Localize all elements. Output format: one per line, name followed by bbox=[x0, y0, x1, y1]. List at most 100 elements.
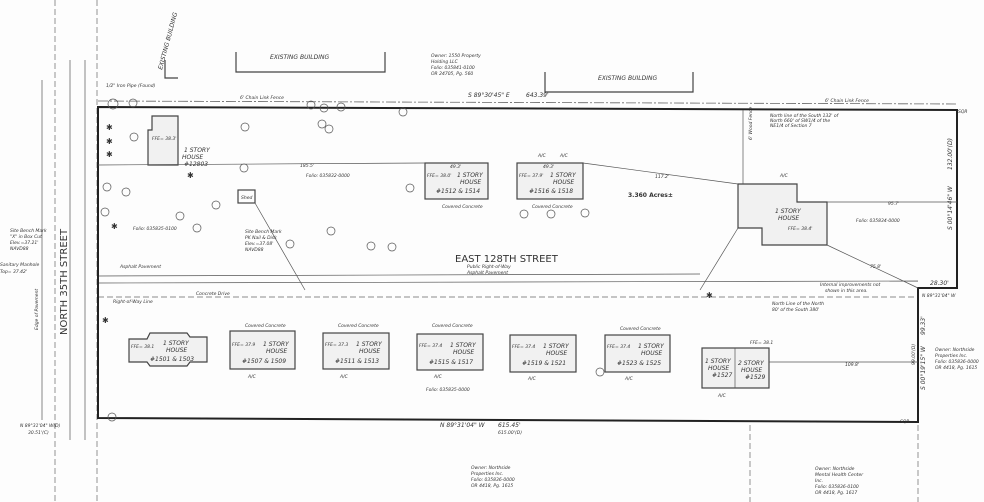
svg-text:Owner: Northside: Owner: Northside bbox=[935, 347, 975, 353]
svg-text:Properties Inc.: Properties Inc. bbox=[471, 471, 503, 477]
house-1501-1503: FFE= 38.1 1 STORY HOUSE #1501 & 1503 bbox=[128, 332, 208, 367]
house-number: #1512 & 1514 bbox=[436, 188, 480, 195]
house-label: HOUSE bbox=[359, 348, 380, 355]
house-ffe: FFE= 37.9 bbox=[232, 342, 255, 348]
bench-west-2: "X" in Box Cut bbox=[10, 234, 42, 240]
ac-label: A/C bbox=[624, 376, 634, 382]
north-line-note-1: North line of the South 132' of bbox=[770, 113, 840, 119]
svg-text:Mental Health Center: Mental Health Center bbox=[815, 472, 864, 478]
west-distance: 30.51'(C) bbox=[28, 430, 49, 436]
existing-building-small bbox=[164, 60, 178, 79]
folio-east: Folio: 035834-0000 bbox=[856, 218, 900, 224]
dim-75: 75.8' bbox=[870, 264, 881, 270]
sanitary-2: Top= 37.42' bbox=[0, 269, 27, 275]
house-label: HOUSE bbox=[266, 348, 287, 355]
house-label: HOUSE bbox=[182, 154, 203, 161]
house-number: #1515 & 1517 bbox=[429, 359, 473, 366]
svg-text:Folio: 035836-0100: Folio: 035836-0100 bbox=[815, 484, 859, 490]
house-number: #1529 bbox=[745, 374, 765, 381]
ac-label: A/C bbox=[779, 173, 789, 179]
street-east-128th: EAST 128TH STREET bbox=[455, 254, 559, 265]
house-1516-1518: 49.3' FFE= 37.9' 1 STORY HOUSE #1516 & 1… bbox=[516, 162, 584, 200]
internal-note-2: shown in this area. bbox=[825, 288, 868, 294]
house-label: HOUSE bbox=[553, 179, 574, 186]
bench-center-2: PK Nail & Disk bbox=[245, 235, 277, 241]
house-label: HOUSE bbox=[741, 367, 762, 374]
ac-label: A/C bbox=[559, 153, 569, 159]
dim-109: 109.8' bbox=[845, 362, 859, 368]
bench-west-4: NAVD88 bbox=[10, 246, 29, 252]
house-ffe: FFE= 38.3' bbox=[152, 136, 176, 142]
house-number: #1501 & 1503 bbox=[150, 356, 194, 363]
ac-label: A/C bbox=[339, 374, 349, 380]
house-label: HOUSE bbox=[708, 365, 729, 372]
owner-south-middle: Owner: Northside Properties Inc. Folio: … bbox=[471, 465, 515, 489]
svg-text:Owner: Northside: Owner: Northside bbox=[471, 465, 511, 471]
ac-label: A/C bbox=[247, 374, 257, 380]
dimension-lines bbox=[97, 110, 957, 363]
bench-west-1: Site Bench Mark bbox=[10, 228, 47, 234]
svg-text:Holding LLC: Holding LLC bbox=[431, 59, 459, 65]
jog-bearing: N 89°31'04" W bbox=[922, 293, 956, 299]
street-north-35th: NORTH 35TH STREET bbox=[59, 228, 70, 335]
house-east: 1 STORY HOUSE FFE= 38.4' bbox=[737, 183, 828, 246]
bench-west-3: Elev.=37.21' bbox=[10, 240, 38, 246]
bench-center-3: Elev.=37.08' bbox=[245, 241, 273, 247]
east-bearing-lower: S 00°19'15" W bbox=[920, 345, 927, 390]
svg-text:OR 24705, Pg. 560: OR 24705, Pg. 560 bbox=[431, 71, 473, 77]
house-1515-1517: FFE= 37.4 1 STORY HOUSE #1515 & 1517 bbox=[416, 333, 484, 371]
concrete-drive: Concrete Drive bbox=[196, 291, 230, 297]
folio-north: Folio: 035832-0000 bbox=[306, 173, 350, 179]
ac-label: A/C bbox=[537, 153, 547, 159]
house-label: 1 STORY bbox=[775, 208, 802, 215]
west-bearing: N 89°31'04" W(D) bbox=[20, 423, 61, 429]
house-label: 1 STORY bbox=[705, 358, 732, 365]
north-bearing: S 89°30'45" E bbox=[468, 92, 510, 99]
chain-fence-east: 6' Chain Link Fence bbox=[825, 98, 869, 104]
svg-text:Owner: Northside: Owner: Northside bbox=[815, 466, 855, 472]
svg-text:OR 4418, Pg. 1615: OR 4418, Pg. 1615 bbox=[935, 365, 977, 371]
svg-text:OR 4418, Pg. 1615: OR 4418, Pg. 1615 bbox=[471, 483, 513, 489]
house-label: 1 STORY bbox=[163, 340, 190, 347]
existing-building-side-label: EXISTING BUILDING bbox=[157, 11, 179, 70]
house-label: 1 STORY bbox=[457, 172, 484, 179]
east-distance-lower: 99.33' bbox=[920, 316, 927, 335]
house-1527-1529: 1 STORY HOUSE #1527 2 STORY HOUSE #1529 … bbox=[701, 340, 773, 389]
house-number: #1519 & 1521 bbox=[522, 360, 566, 367]
east-deed-lower: 99.00'(D) bbox=[911, 344, 917, 365]
house-ffe: FFE= 37.4 bbox=[419, 343, 442, 349]
svg-text:OR 4418, Pg. 1617: OR 4418, Pg. 1617 bbox=[815, 490, 857, 496]
svg-text:✱: ✱ bbox=[106, 137, 113, 146]
owner-south-right: Owner: Northside Mental Health Center In… bbox=[815, 466, 864, 496]
chain-fence-north: 6' Chain Link Fence bbox=[240, 95, 284, 101]
house-label: 1 STORY bbox=[638, 343, 665, 350]
house-number: #1507 & 1509 bbox=[242, 358, 286, 365]
house-ffe: FFE= 38.1 bbox=[131, 344, 154, 350]
svg-text:✱: ✱ bbox=[111, 222, 118, 231]
bench-center-1: Site Bench Mark bbox=[245, 229, 282, 235]
house-label: 2 STORY bbox=[738, 360, 765, 367]
house-ffe: FFE= 38.4' bbox=[788, 226, 812, 232]
house-label: HOUSE bbox=[453, 349, 474, 356]
dim-117: 117.2' bbox=[655, 174, 669, 180]
house-label: HOUSE bbox=[460, 179, 481, 186]
svg-text:Inc.: Inc. bbox=[815, 478, 823, 484]
house-12803: FFE= 38.3' 1 STORY HOUSE #12803 bbox=[147, 115, 211, 168]
house-width: 49.3' bbox=[543, 164, 554, 170]
covered-concrete-2: Covered Concrete bbox=[338, 323, 379, 329]
svg-text:✱: ✱ bbox=[102, 316, 109, 325]
south-distance: 615.45' bbox=[498, 422, 521, 429]
existing-building-north bbox=[235, 52, 386, 73]
house-ffe: FFE= 37.9' bbox=[519, 173, 543, 179]
house-1511-1513: FFE= 37.3 1 STORY HOUSE #1511 & 1513 bbox=[322, 332, 390, 370]
internal-note-1: Internal improvements not bbox=[820, 282, 881, 288]
covered-concrete-4: Covered Concrete bbox=[620, 326, 661, 332]
iron-pipe-note: 1/2" Iron Pipe (Found) bbox=[106, 83, 156, 89]
house-number: #1523 & 1525 bbox=[617, 360, 661, 367]
house-ffe: FFE= 37.4 bbox=[512, 344, 535, 350]
svg-text:Folio: 035836-0000: Folio: 035836-0000 bbox=[471, 477, 515, 483]
existing-building-label-2: EXISTING BUILDING bbox=[598, 75, 657, 82]
north-line-note-2: North 660' of SW1/4 of the bbox=[770, 118, 830, 124]
house-number: #1511 & 1513 bbox=[335, 358, 379, 365]
south-bearing: N 89°31'04" W bbox=[440, 422, 486, 429]
